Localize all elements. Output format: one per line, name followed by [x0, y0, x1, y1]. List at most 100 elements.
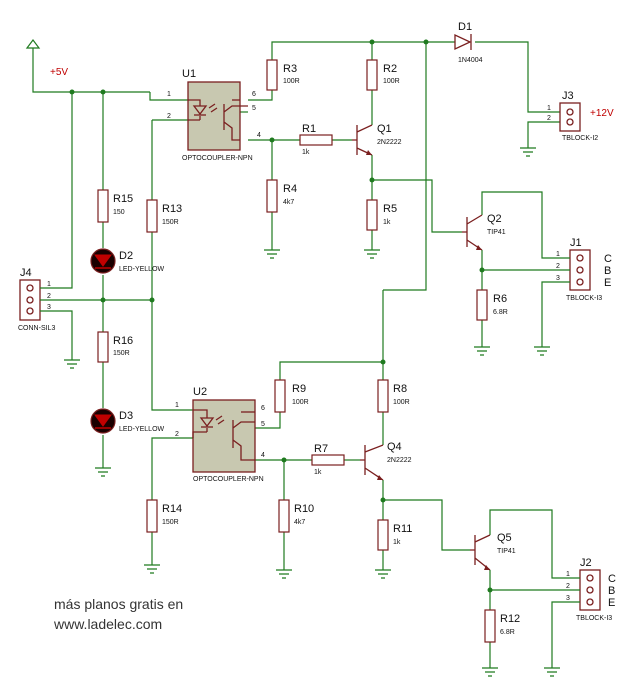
svg-text:E: E [608, 597, 615, 609]
svg-text:150R: 150R [162, 519, 179, 526]
svg-text:+12V: +12V [590, 108, 614, 119]
svg-text:2: 2 [175, 431, 179, 438]
svg-text:OPTOCOUPLER-NPN: OPTOCOUPLER-NPN [182, 155, 253, 162]
svg-text:TIP41: TIP41 [497, 548, 516, 555]
svg-text:R2: R2 [383, 63, 397, 75]
connector-j1: J1 TBLOCK-I3 C B E 1 2 3 [556, 237, 612, 302]
svg-text:1: 1 [566, 571, 570, 578]
svg-text:1: 1 [556, 251, 560, 258]
svg-text:1k: 1k [393, 539, 401, 546]
connector-j4: J4 CONN-SIL3 1 2 3 [18, 267, 55, 332]
svg-text:D1: D1 [458, 21, 472, 33]
svg-text:1: 1 [547, 105, 551, 112]
svg-text:3: 3 [556, 275, 560, 282]
footer-line-1: más planos gratis en [54, 596, 184, 612]
svg-text:4: 4 [257, 132, 261, 139]
svg-text:U1: U1 [182, 68, 196, 80]
resistor-r3: R3 100R [266, 59, 300, 91]
transistor-q4: Q4 2N2222 [360, 441, 412, 481]
svg-text:6: 6 [252, 91, 256, 98]
resistor-r10: R10 4k7 [278, 499, 314, 533]
resistor-r9: R9 100R [274, 379, 309, 413]
svg-text:R4: R4 [283, 183, 297, 195]
svg-text:Q4: Q4 [387, 441, 402, 453]
svg-text:2: 2 [167, 113, 171, 120]
resistor-r12: R12 6.8R [484, 609, 520, 643]
svg-text:LED-YELLOW: LED-YELLOW [119, 426, 165, 433]
optocoupler-u1: U1 OPTOCOUPLER-NPN 1 2 4 5 6 [167, 68, 261, 162]
svg-text:1k: 1k [302, 149, 310, 156]
svg-text:TIP41: TIP41 [487, 229, 506, 236]
svg-text:3: 3 [566, 595, 570, 602]
svg-text:C: C [604, 253, 612, 265]
svg-text:D2: D2 [119, 250, 133, 262]
svg-text:4k7: 4k7 [294, 519, 305, 526]
svg-text:LED-YELLOW: LED-YELLOW [119, 266, 165, 273]
svg-text:1: 1 [47, 281, 51, 288]
svg-text:2N2222: 2N2222 [387, 457, 412, 464]
svg-text:2: 2 [547, 115, 551, 122]
svg-text:2N2222: 2N2222 [377, 139, 402, 146]
transistor-q2: Q2 TIP41 [462, 213, 506, 251]
transistor-q1: Q1 2N2222 [352, 123, 402, 156]
svg-text:5: 5 [261, 421, 265, 428]
svg-text:J3: J3 [562, 90, 574, 102]
svg-text:100R: 100R [283, 78, 300, 85]
svg-text:R16: R16 [113, 335, 133, 347]
svg-text:R12: R12 [500, 613, 520, 625]
svg-text:CONN-SIL3: CONN-SIL3 [18, 325, 55, 332]
resistor-r15: R15 150 [97, 189, 133, 223]
ground-symbols [64, 147, 560, 677]
connector-j2: J2 TBLOCK-I3 C B E 1 2 3 [565, 557, 616, 622]
svg-text:2: 2 [556, 263, 560, 270]
svg-text:TBLOCK-I3: TBLOCK-I3 [576, 615, 612, 622]
wires [32, 41, 565, 668]
svg-text:J1: J1 [570, 237, 582, 249]
svg-text:Q2: Q2 [487, 213, 502, 225]
led-d2: D2 LED-YELLOW [90, 248, 165, 274]
resistor-r1: R1 1k [299, 123, 333, 156]
supply-arrow-icon [25, 39, 41, 55]
svg-text:R7: R7 [314, 443, 328, 455]
svg-text:TBLOCK-I2: TBLOCK-I2 [562, 135, 598, 142]
svg-text:R15: R15 [113, 193, 133, 205]
svg-text:R6: R6 [493, 293, 507, 305]
svg-text:100R: 100R [292, 399, 309, 406]
svg-text:U2: U2 [193, 386, 207, 398]
svg-text:Q1: Q1 [377, 123, 392, 135]
svg-text:OPTOCOUPLER-NPN: OPTOCOUPLER-NPN [193, 476, 264, 483]
svg-text:Q5: Q5 [497, 532, 512, 544]
svg-text:J2: J2 [580, 557, 592, 569]
svg-text:E: E [604, 277, 611, 289]
svg-text:R13: R13 [162, 203, 182, 215]
svg-text:R5: R5 [383, 203, 397, 215]
svg-text:R8: R8 [393, 383, 407, 395]
svg-text:R10: R10 [294, 503, 314, 515]
svg-text:6: 6 [261, 405, 265, 412]
diode-d1: D1 1N4004 [454, 21, 483, 64]
svg-text:4: 4 [261, 452, 265, 459]
resistor-r5: R5 1k [366, 199, 397, 231]
svg-text:R14: R14 [162, 503, 182, 515]
svg-text:1: 1 [167, 91, 171, 98]
svg-text:TBLOCK-I3: TBLOCK-I3 [566, 295, 602, 302]
svg-text:150: 150 [113, 209, 125, 216]
svg-text:R1: R1 [302, 123, 316, 135]
svg-text:R11: R11 [393, 523, 412, 535]
svg-text:3: 3 [47, 304, 51, 311]
resistor-r13: R13 150R [146, 199, 182, 233]
led-d3: D3 LED-YELLOW [90, 408, 165, 434]
resistor-r16: R16 150R [97, 331, 133, 363]
junctions [69, 39, 493, 593]
svg-text:6.8R: 6.8R [500, 629, 515, 636]
svg-text:5: 5 [252, 105, 256, 112]
svg-text:150R: 150R [113, 350, 130, 357]
svg-text:100R: 100R [383, 78, 400, 85]
resistor-r2: R2 100R [366, 59, 400, 91]
resistor-r8: R8 100R [377, 379, 410, 413]
footer-line-2: www.ladelec.com [54, 616, 163, 632]
svg-text:1k: 1k [314, 469, 322, 476]
svg-text:1: 1 [175, 402, 179, 409]
svg-text:1k: 1k [383, 219, 391, 226]
